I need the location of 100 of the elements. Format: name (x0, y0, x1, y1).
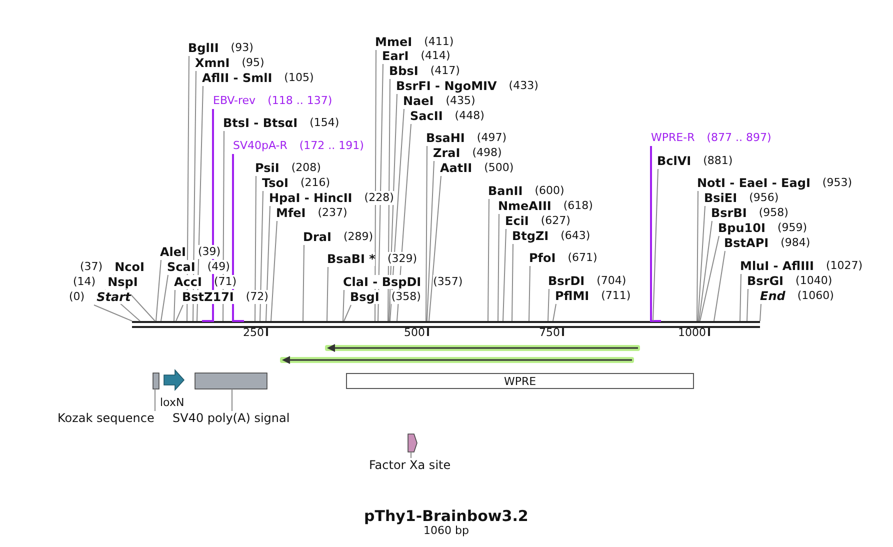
primer-feature (325, 344, 640, 352)
site-position: (39) (198, 245, 221, 259)
enzyme-name: BsrFI - NgoMIV (396, 79, 497, 93)
enzyme-name: ScaI (167, 260, 196, 274)
enzyme-name: AflII - SmlI (202, 71, 272, 85)
enzyme-name: XmnI (195, 56, 230, 70)
site-position: (984) (780, 236, 810, 250)
leader-line (714, 250, 726, 322)
leader-line (270, 220, 278, 322)
site-position: (289) (343, 230, 374, 244)
enzyme-name: ZraI (433, 146, 460, 160)
primer-range: (172 .. 191) (299, 139, 364, 153)
enzyme-name: BsrDI (548, 274, 585, 288)
enzyme-name: BtgZI (512, 229, 549, 243)
enzyme-name: BsgI (350, 290, 380, 304)
ruler-label: 750 (539, 326, 560, 340)
enzyme-name: BsaBI * (327, 252, 376, 266)
leader-line (760, 304, 762, 322)
enzyme-name: AccI (174, 275, 202, 289)
leader-line (154, 388, 156, 412)
enzyme-name: BsaHI (426, 131, 465, 145)
site-position: (411) (424, 35, 454, 49)
enzyme-name: NmeAIII (498, 199, 552, 213)
leader-line (326, 266, 328, 322)
site-position: (414) (420, 49, 450, 63)
enzyme-name: DraI (303, 230, 332, 244)
enzyme-name: BglII (188, 41, 219, 55)
enzyme-name: PfoI (529, 251, 556, 265)
enzyme-name: NotI - EaeI - EagI (697, 176, 810, 190)
enzyme-name: EciI (505, 214, 529, 228)
site-position: (216) (300, 176, 330, 190)
leader-line (650, 146, 661, 322)
feature-marker (408, 434, 418, 452)
site-position: (600) (534, 184, 564, 198)
enzyme-name: BstZ17I (182, 290, 234, 304)
enzyme-name: TsoI (262, 176, 288, 190)
enzyme-name: MfeI (276, 206, 306, 220)
leader-line (260, 190, 264, 322)
enzyme-name: NcoI (114, 260, 144, 274)
directional-feature (164, 368, 185, 392)
site-position: (49) (207, 260, 230, 274)
enzyme-name: ClaI - BspDI (343, 275, 422, 289)
enzyme-name: BclVI (657, 154, 692, 168)
leader-line (232, 154, 244, 322)
enzyme-name: BstAPI (724, 236, 769, 250)
feature-box (194, 372, 268, 390)
leader-line (428, 176, 442, 322)
site-position: (433) (508, 79, 538, 93)
site-position: (627) (540, 214, 570, 228)
enzyme-name: EarI (382, 49, 409, 63)
site-position: (1040) (796, 274, 832, 288)
site-position: (154) (310, 116, 340, 130)
leader-line (498, 214, 500, 322)
site-position: (500) (484, 161, 514, 175)
leader-line (174, 290, 176, 322)
feature-box (152, 372, 160, 390)
site-position: (435) (446, 94, 476, 108)
feature-label: loxN (160, 396, 184, 410)
leader-line (196, 86, 204, 322)
sequence-end-label: End (760, 289, 786, 303)
leader-line (426, 146, 428, 322)
enzyme-name: PflMI (555, 289, 590, 303)
enzyme-name: BsrBI (711, 206, 747, 220)
site-position: (93) (230, 41, 254, 55)
enzyme-name: BsrGI (747, 274, 784, 288)
leader-line (528, 266, 530, 322)
enzyme-name: NspI (108, 275, 138, 289)
site-position: (958) (758, 206, 788, 220)
leader-line (696, 190, 698, 322)
site-position: (1027) (826, 259, 863, 273)
leader-line (740, 274, 742, 322)
leader-line (176, 304, 184, 322)
enzyme-name: AatII (440, 161, 472, 175)
ruler-label: 1000 (678, 326, 706, 340)
sequence-backbone (132, 321, 760, 328)
feature-box: WPRE (346, 373, 694, 389)
enzyme-name: NaeI (403, 94, 434, 108)
leader-line (698, 220, 712, 322)
enzyme-name: MmeI (375, 35, 412, 49)
site-position: (1060) (797, 289, 834, 303)
leader-line (202, 109, 214, 322)
site-position: (618) (563, 199, 593, 213)
site-position: (704) (596, 274, 626, 288)
site-position: (417) (430, 64, 460, 78)
site-position: (237) (318, 206, 348, 220)
leader-line (426, 160, 434, 322)
primer-feature (280, 356, 634, 364)
enzyme-name: SacII (410, 109, 443, 123)
feature-label: Factor Xa site (369, 458, 451, 472)
site-position: (228) (364, 191, 394, 205)
leader-line (344, 304, 352, 322)
leader-line (502, 228, 506, 322)
leader-line (222, 130, 224, 322)
ruler-label: 250 (243, 326, 264, 340)
enzyme-name: AleI (160, 245, 186, 259)
leader-line (700, 236, 720, 322)
leader-line (254, 176, 256, 322)
site-position: (357) (433, 275, 463, 289)
leader-line (94, 304, 132, 322)
sequence-length: 1060 bp (424, 524, 469, 538)
